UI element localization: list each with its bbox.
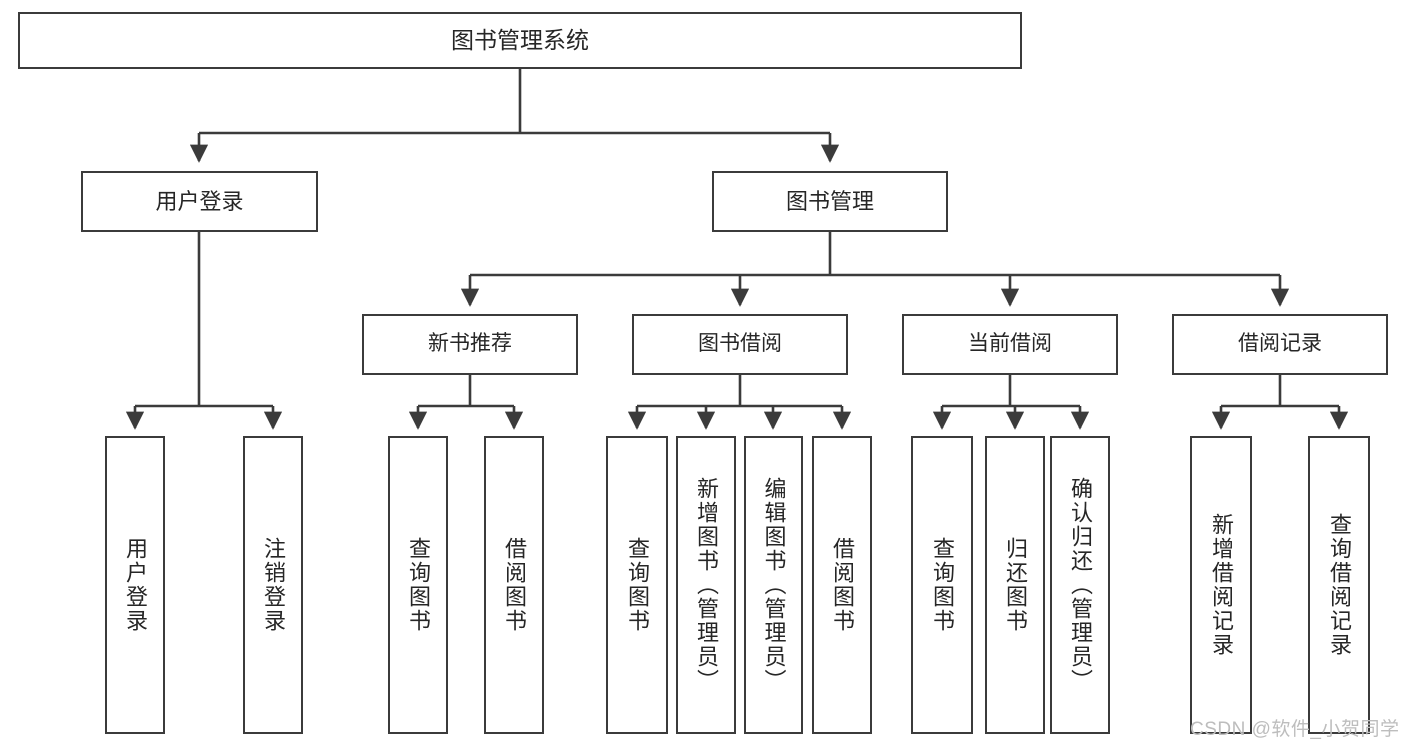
leaf-logout[interactable]: 注销登录 bbox=[243, 436, 303, 734]
leaf-query-record-label: 查询借阅记录 bbox=[1326, 513, 1352, 657]
leaf-add-book[interactable]: 新增图书（管理员） bbox=[676, 436, 736, 734]
node-book-borrow-label: 图书借阅 bbox=[698, 332, 782, 356]
leaf-query-record[interactable]: 查询借阅记录 bbox=[1308, 436, 1370, 734]
leaf-confirm-return[interactable]: 确认归还（管理员） bbox=[1050, 436, 1110, 734]
leaf-borrow-book-2[interactable]: 借阅图书 bbox=[812, 436, 872, 734]
node-user-login[interactable]: 用户登录 bbox=[81, 171, 318, 232]
leaf-query-book-2-label: 查询图书 bbox=[624, 537, 650, 633]
leaf-edit-book[interactable]: 编辑图书（管理员） bbox=[744, 436, 803, 734]
leaf-query-book-3[interactable]: 查询图书 bbox=[911, 436, 973, 734]
node-borrow-record[interactable]: 借阅记录 bbox=[1172, 314, 1388, 375]
node-borrow-record-label: 借阅记录 bbox=[1238, 332, 1322, 356]
node-user-login-label: 用户登录 bbox=[155, 188, 244, 214]
leaf-query-book-3-label: 查询图书 bbox=[929, 537, 955, 633]
node-root[interactable]: 图书管理系统 bbox=[18, 12, 1022, 69]
leaf-add-record[interactable]: 新增借阅记录 bbox=[1190, 436, 1252, 734]
leaf-add-record-label: 新增借阅记录 bbox=[1208, 513, 1234, 657]
leaf-logout-label: 注销登录 bbox=[260, 537, 286, 633]
node-book-manage-label: 图书管理 bbox=[785, 188, 874, 214]
leaf-confirm-return-label: 确认归还（管理员） bbox=[1067, 477, 1093, 693]
leaf-user-login[interactable]: 用户登录 bbox=[105, 436, 165, 734]
csdn-watermark: CSDN @软件_小贺同学 bbox=[1190, 719, 1400, 740]
leaf-query-book-2[interactable]: 查询图书 bbox=[606, 436, 668, 734]
node-current-borrow[interactable]: 当前借阅 bbox=[902, 314, 1118, 375]
leaf-return-book[interactable]: 归还图书 bbox=[985, 436, 1045, 734]
leaf-add-book-label: 新增图书（管理员） bbox=[693, 477, 719, 693]
leaf-user-login-label: 用户登录 bbox=[122, 537, 148, 633]
leaf-query-book-1[interactable]: 查询图书 bbox=[388, 436, 448, 734]
leaf-query-book-1-label: 查询图书 bbox=[405, 537, 431, 633]
leaf-borrow-book-2-label: 借阅图书 bbox=[829, 537, 855, 633]
node-new-book-rec[interactable]: 新书推荐 bbox=[362, 314, 578, 375]
node-book-borrow[interactable]: 图书借阅 bbox=[632, 314, 848, 375]
leaf-borrow-book-1[interactable]: 借阅图书 bbox=[484, 436, 544, 734]
node-book-manage[interactable]: 图书管理 bbox=[712, 171, 948, 232]
node-current-borrow-label: 当前借阅 bbox=[968, 332, 1052, 356]
leaf-edit-book-label: 编辑图书（管理员） bbox=[761, 477, 787, 693]
node-new-book-rec-label: 新书推荐 bbox=[428, 332, 512, 356]
leaf-borrow-book-1-label: 借阅图书 bbox=[501, 537, 527, 633]
node-root-label: 图书管理系统 bbox=[451, 26, 589, 53]
leaf-return-book-label: 归还图书 bbox=[1002, 537, 1028, 633]
